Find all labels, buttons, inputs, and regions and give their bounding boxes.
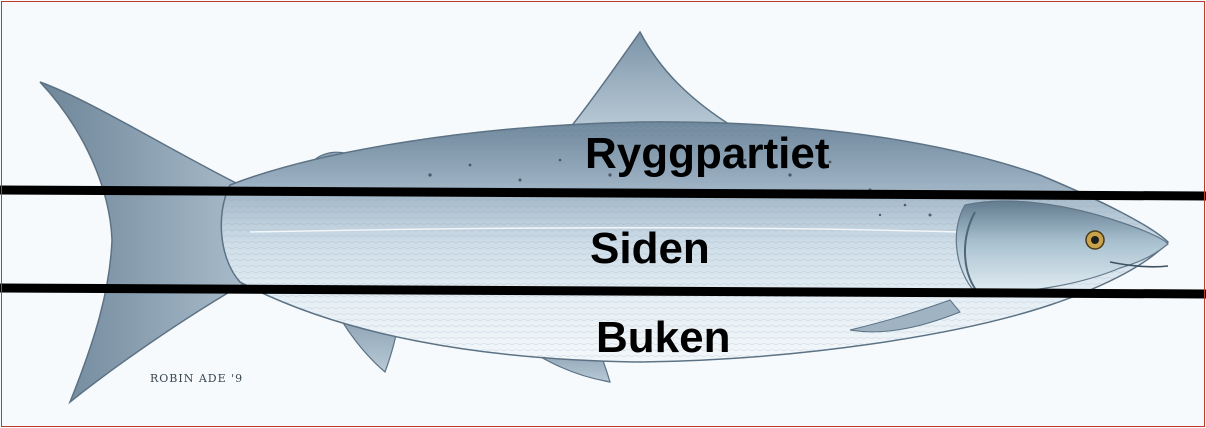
tail-fin: [40, 82, 250, 402]
label-back: Ryggpartiet: [585, 129, 830, 178]
label-belly: Buken: [596, 313, 730, 362]
artist-signature: ROBIN ADE '9: [150, 372, 243, 385]
lower-division-line: [0, 288, 1206, 294]
upper-division-line: [0, 190, 1206, 196]
label-side: Siden: [590, 224, 710, 273]
fish-head: [956, 201, 1168, 293]
dorsal-fin: [570, 32, 735, 128]
